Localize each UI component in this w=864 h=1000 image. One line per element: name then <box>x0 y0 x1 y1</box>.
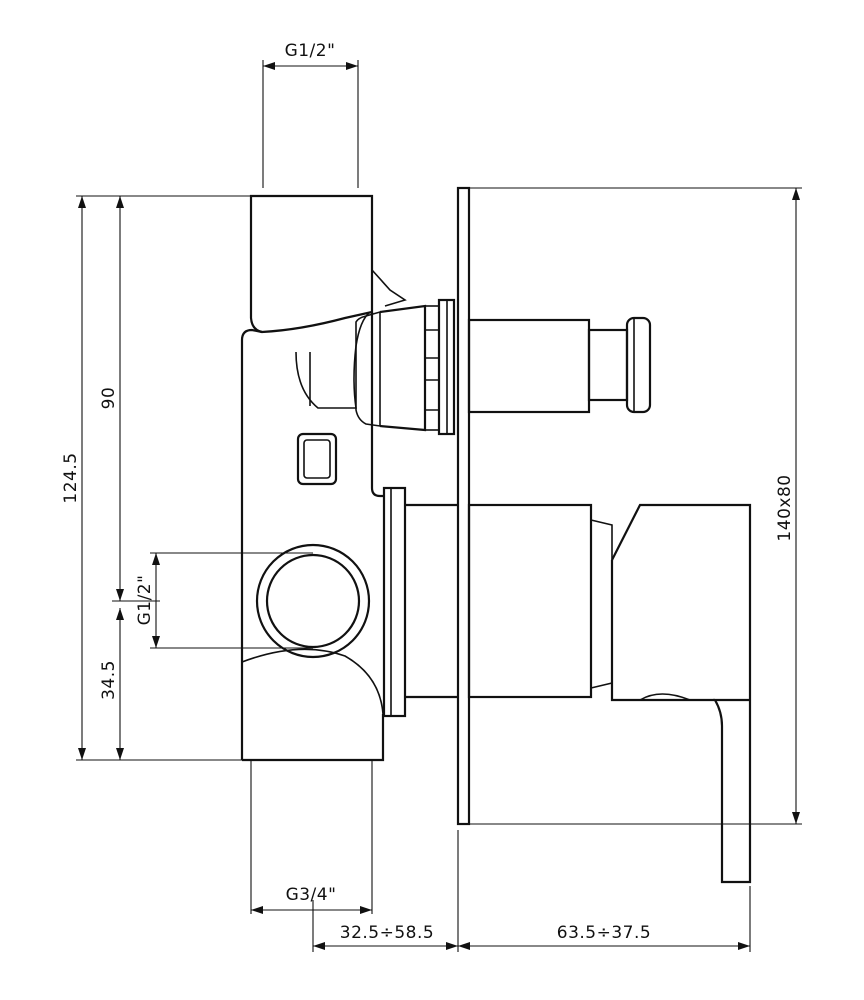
dim-top-thread <box>262 60 359 188</box>
label-depth-body: 32.5÷58.5 <box>340 923 434 943</box>
label-depth-handle: 63.5÷37.5 <box>557 923 651 943</box>
label-plate-size: 140x80 <box>775 474 795 541</box>
label-overall-height: 124.5 <box>61 452 81 503</box>
dim-upper-height <box>112 196 160 602</box>
label-upper-height: 90 <box>99 387 119 410</box>
mixer-handle <box>382 486 752 884</box>
label-top-thread: G1/2" <box>285 41 336 61</box>
dim-left-thread <box>150 552 313 649</box>
diverter-cartridge <box>355 298 652 436</box>
label-left-thread: G1/2" <box>135 575 155 626</box>
dim-lower-height <box>116 608 124 760</box>
dim-depth-body <box>312 830 459 952</box>
dim-overall-height <box>76 195 251 761</box>
dim-bottom-thread <box>250 760 373 914</box>
label-bottom-thread: G3/4" <box>286 885 337 905</box>
dim-plate-size <box>469 187 802 825</box>
cover-plate <box>456 186 471 826</box>
dim-depth-handle <box>458 886 751 952</box>
label-lower-height: 34.5 <box>99 660 119 700</box>
valve-body <box>240 194 407 762</box>
